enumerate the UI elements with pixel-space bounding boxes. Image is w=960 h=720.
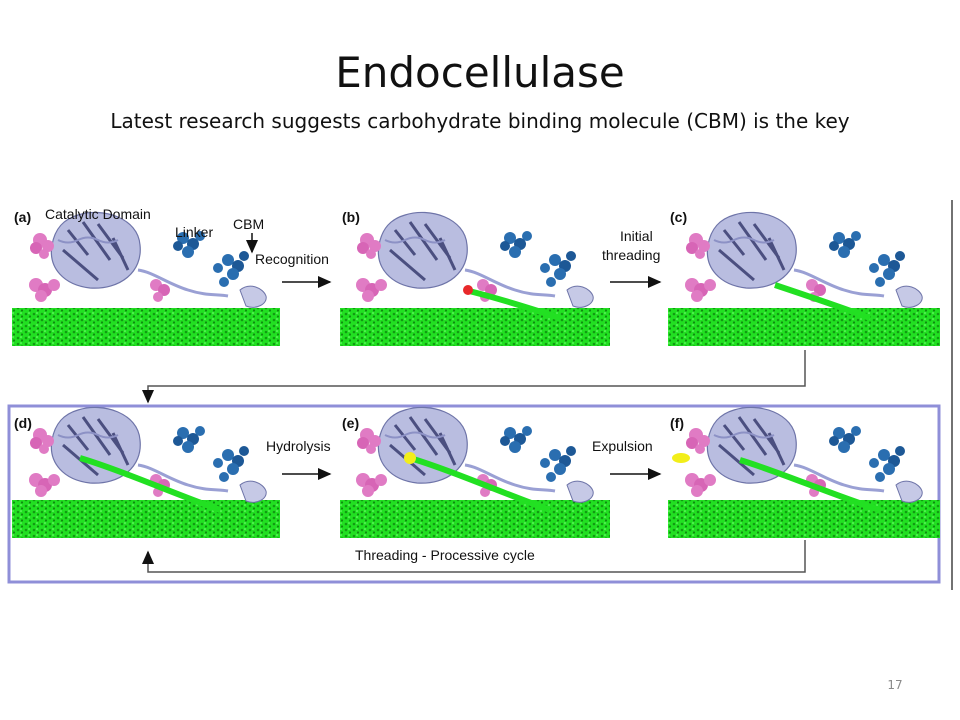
cbm-label: CBM: [233, 216, 264, 232]
page-number: 17: [887, 678, 903, 692]
panel-label: (e): [342, 415, 359, 431]
cellulose-surface: [340, 500, 610, 538]
threading-label: threading: [602, 247, 660, 263]
panel-b: (b): [340, 209, 610, 346]
expelled-product: [672, 453, 690, 463]
panel-label: (c): [670, 209, 687, 225]
panel-a: (a) Catalytic Domain Linker CBM: [12, 206, 280, 346]
panel-f: (f): [668, 405, 940, 538]
hydrolysis-label: Hydrolysis: [266, 438, 331, 454]
catalytic-domain-label: Catalytic Domain: [45, 206, 151, 222]
linker-label: Linker: [175, 224, 213, 240]
slide-subtitle: Latest research suggests carbohydrate bi…: [110, 109, 850, 133]
cycle-label: Threading - Processive cycle: [355, 547, 535, 563]
cellulose-chain: [739, 457, 881, 513]
cellulose-chain: [409, 455, 552, 513]
panel-label: (f): [670, 415, 684, 431]
panel-label: (a): [14, 209, 31, 225]
cellulose-chain: [464, 287, 561, 321]
recognition-label: Recognition: [255, 251, 329, 267]
cellulose-chain: [774, 282, 872, 321]
initial-label: Initial: [620, 228, 653, 244]
cellulose-surface: [12, 308, 280, 346]
slide-title: Endocellulase: [335, 48, 625, 97]
connector-arrow: [142, 350, 806, 404]
cellulose-surface: [668, 500, 940, 538]
cellulose-surface: [340, 308, 610, 346]
cellulose-chain: [79, 455, 222, 513]
yellow-highlight: [404, 452, 416, 464]
cycle-box: [7, 404, 941, 584]
panel-label: (d): [14, 415, 32, 431]
panel-c: (c): [668, 209, 940, 346]
panel-e: (e): [340, 405, 610, 538]
cycle-return-arrow: [142, 540, 806, 573]
panel-d: (d): [12, 405, 280, 538]
panel-label: (b): [342, 209, 360, 225]
cellulose-surface: [12, 500, 280, 538]
expulsion-label: Expulsion: [592, 438, 653, 454]
red-highlight: [463, 285, 473, 295]
cellulose-surface: [668, 308, 940, 346]
